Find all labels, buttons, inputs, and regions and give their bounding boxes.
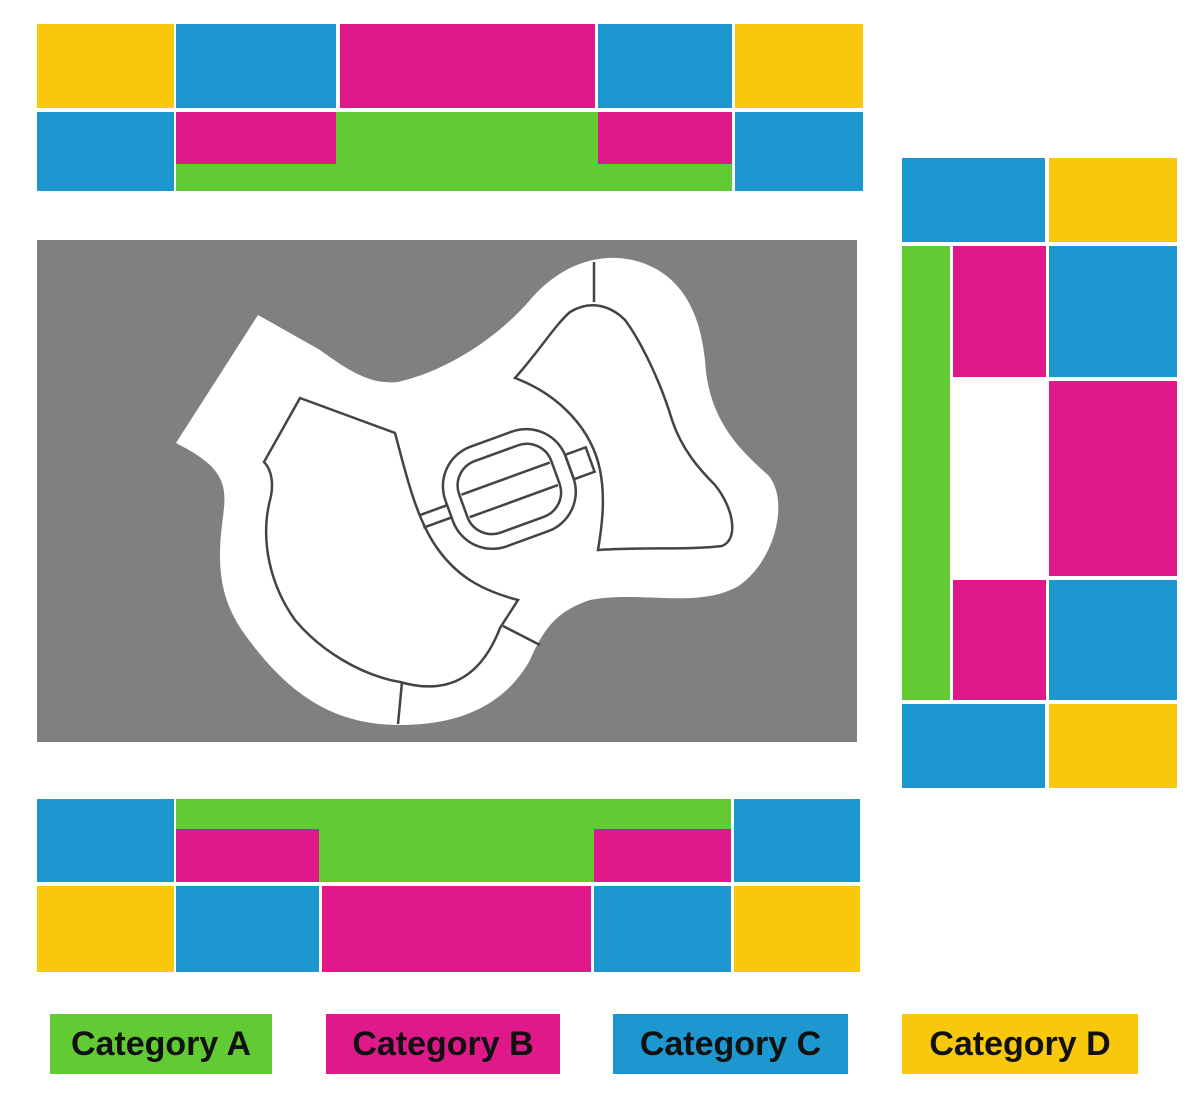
west-stand-outline <box>262 396 520 688</box>
seating-blocks <box>37 24 1177 972</box>
legend-label: Category A <box>70 1024 252 1063</box>
seating-block-top-2-category-c[interactable] <box>176 24 336 108</box>
seating-block-right-3-category-a[interactable] <box>902 246 950 700</box>
center-stage-inner-ring <box>456 442 563 536</box>
seating-block-bottom-10-category-d[interactable] <box>734 886 860 972</box>
east-stand-outline <box>512 304 734 552</box>
seating-block-bottom-1-category-c[interactable] <box>37 799 174 882</box>
seating-block-top-9-category-b[interactable] <box>598 112 732 164</box>
seating-block-bottom-5-category-c[interactable] <box>734 799 860 882</box>
seating-block-right-4-category-b[interactable] <box>953 246 1046 377</box>
seating-block-right-9-category-c[interactable] <box>902 704 1045 788</box>
seating-block-bottom-4-category-b[interactable] <box>594 829 731 882</box>
seating-block-right-6-category-b[interactable] <box>1049 381 1177 576</box>
legend-label: Category C <box>639 1024 822 1063</box>
catwalk-line-lower <box>422 516 453 529</box>
seating-block-top-10-category-c[interactable] <box>735 112 863 191</box>
center-stage-line-top <box>460 461 551 496</box>
legend-item-category-c[interactable]: Category C <box>613 1014 848 1074</box>
seating-block-top-5-category-d[interactable] <box>735 24 863 108</box>
center-stage <box>418 427 597 551</box>
seating-block-right-10-category-d[interactable] <box>1049 704 1177 788</box>
seating-block-bottom-3-category-b[interactable] <box>176 829 319 882</box>
seating-block-right-8-category-c[interactable] <box>1049 580 1177 700</box>
seating-block-right-7-category-b[interactable] <box>953 580 1046 700</box>
seating-block-top-6-category-c[interactable] <box>37 112 174 191</box>
seating-block-right-1-category-c[interactable] <box>902 158 1045 242</box>
field-area <box>37 240 857 742</box>
seating-block-top-7-category-b[interactable] <box>176 112 336 164</box>
seating-block-top-4-category-c[interactable] <box>598 24 732 108</box>
center-stage-line-bottom <box>469 483 559 519</box>
seating-block-bottom-8-category-b[interactable] <box>322 886 591 972</box>
seating-block-bottom-6-category-d[interactable] <box>37 886 174 972</box>
legend-item-category-b[interactable]: Category B <box>326 1014 560 1074</box>
section-divider-southeast <box>502 624 541 647</box>
seating-block-right-2-category-d[interactable] <box>1049 158 1177 242</box>
legend-item-category-d[interactable]: Category D <box>902 1014 1138 1074</box>
legend-item-category-a[interactable]: Category A <box>50 1014 272 1074</box>
catwalk-line-upper <box>418 504 448 517</box>
seating-block-top-1-category-d[interactable] <box>37 24 174 108</box>
seating-block-bottom-7-category-c[interactable] <box>176 886 319 972</box>
venue-outline <box>176 257 779 725</box>
legend-label: Category D <box>929 1024 1111 1063</box>
seating-block-right-5-category-c[interactable] <box>1049 246 1177 377</box>
section-divider-south <box>396 681 404 725</box>
seating-block-top-3-category-b[interactable] <box>340 24 595 108</box>
legend-label: Category B <box>352 1024 534 1063</box>
center-stage-ramp <box>563 445 597 481</box>
seating-block-bottom-9-category-c[interactable] <box>594 886 731 972</box>
